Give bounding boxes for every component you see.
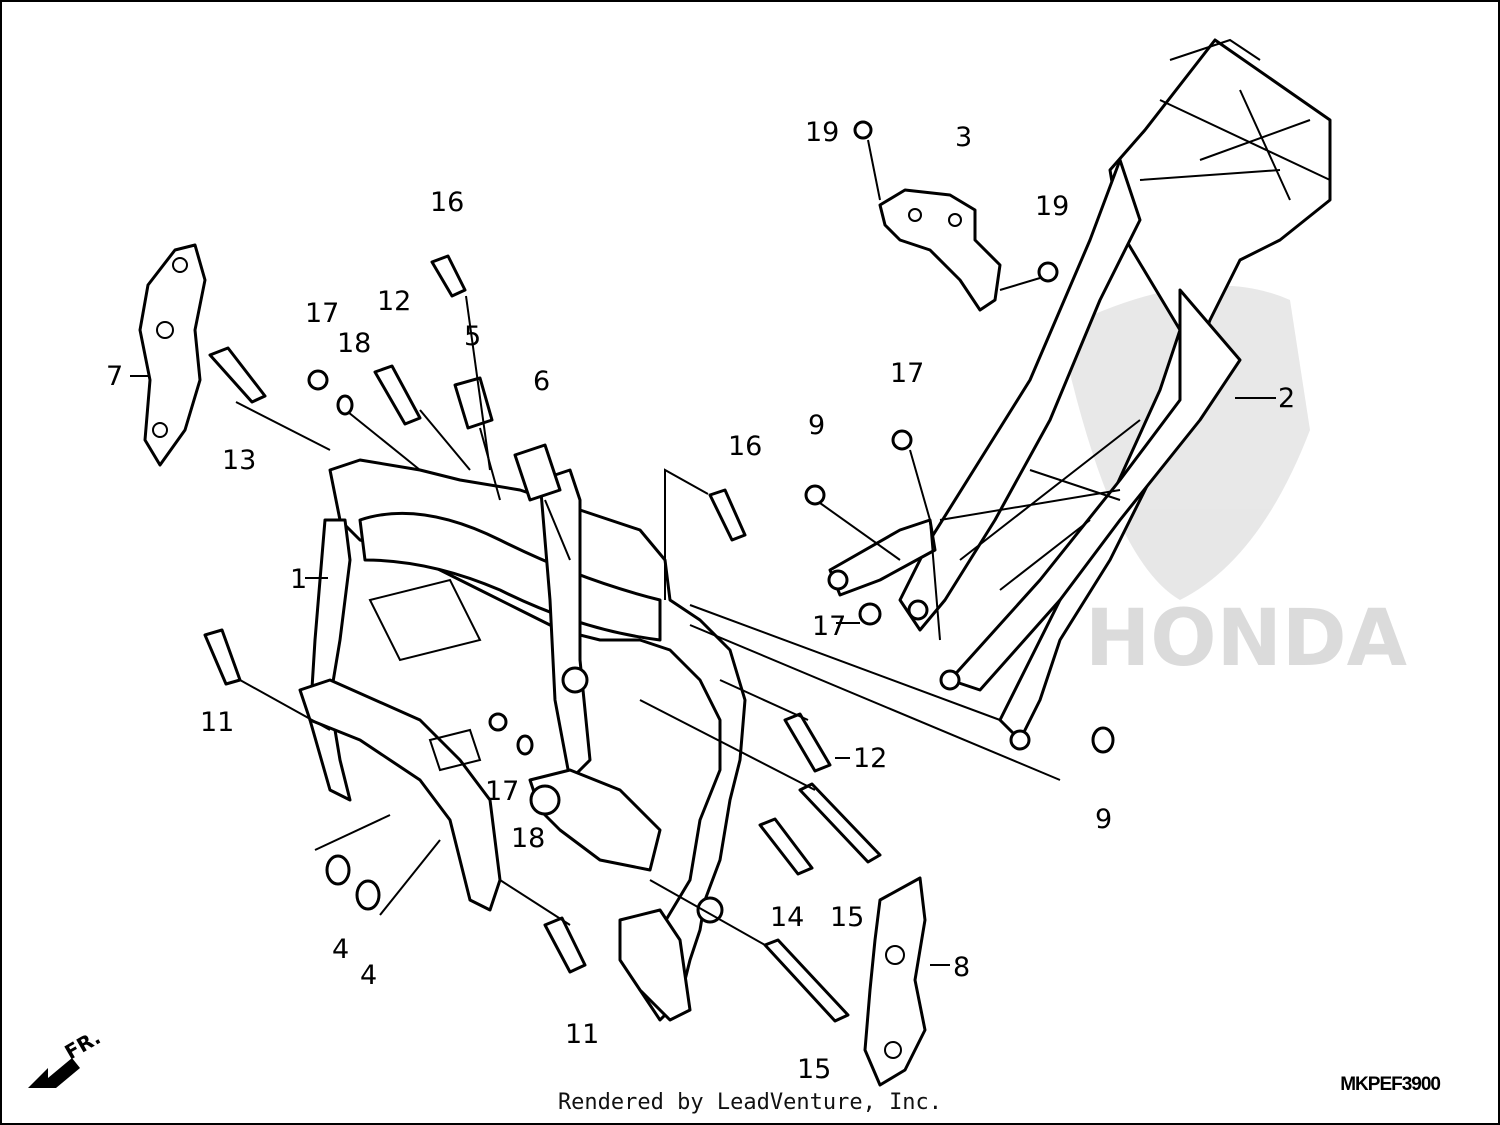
callout-8: 8 [953, 952, 970, 983]
part-5-collar[interactable] [453, 376, 494, 430]
callout-13: 13 [222, 445, 256, 476]
callout-17c: 17 [812, 611, 846, 642]
diagram-code: MKPEF3900 [1340, 1074, 1441, 1095]
callout-17b: 17 [890, 358, 924, 389]
callout-16b: 16 [728, 431, 762, 462]
callout-12b: 12 [853, 743, 887, 774]
callouts: 1 2 3 4 4 5 6 7 8 9 9 11 11 12 12 13 14 … [106, 117, 1295, 1085]
part-11-bolt-left[interactable] [203, 628, 242, 686]
part-19-nut-left[interactable] [853, 120, 873, 140]
part-15-bolt-upper[interactable] [798, 782, 882, 864]
callout-11a: 11 [200, 707, 234, 738]
part-17-nut-lower[interactable] [858, 602, 882, 626]
callout-7: 7 [106, 361, 123, 392]
front-indicator: FR. [28, 1025, 105, 1088]
part-15-bolt-lower[interactable] [763, 938, 850, 1023]
callout-2: 2 [1278, 383, 1295, 414]
part-4-washer-a[interactable] [325, 854, 351, 886]
callout-14: 14 [770, 902, 804, 933]
callout-19b: 19 [1035, 191, 1069, 222]
callout-1: 1 [290, 564, 307, 595]
part-13-bolt[interactable] [208, 346, 267, 404]
part-16-bolt-top[interactable] [430, 254, 467, 298]
callout-6: 6 [533, 366, 550, 397]
callout-15b: 15 [797, 1054, 831, 1085]
part-19-nut-right[interactable] [1037, 261, 1059, 283]
part-12-bolt-top[interactable] [373, 364, 422, 426]
callout-16a: 16 [430, 187, 464, 218]
honda-watermark-logo: HONDA [1060, 285, 1407, 684]
callout-17a: 17 [305, 298, 339, 329]
watermark-text: HONDA [1085, 594, 1407, 684]
part-18-washer-mid[interactable] [516, 734, 534, 756]
part-2-rear-subframe[interactable] [827, 38, 1332, 751]
part-9-nut-upper[interactable] [804, 484, 826, 506]
callout-15a: 15 [830, 902, 864, 933]
callout-4b: 4 [360, 960, 377, 991]
callout-4a: 4 [332, 934, 349, 965]
render-credit: Rendered by LeadVenture, Inc. [557, 1090, 943, 1115]
callout-5: 5 [464, 321, 481, 352]
part-7-plate[interactable] [138, 243, 207, 467]
part-18-washer-top[interactable] [336, 394, 354, 416]
leader-lines [130, 139, 1276, 966]
callout-18b: 18 [511, 823, 545, 854]
callout-11b: 11 [565, 1019, 599, 1050]
part-9-nut-lower[interactable] [1091, 726, 1115, 754]
part-8-plate[interactable] [863, 876, 927, 1087]
part-17-nut-mid[interactable] [488, 712, 508, 732]
front-arrow-icon [28, 1058, 80, 1088]
callout-9a: 9 [808, 410, 825, 441]
part-11-bolt-bottom[interactable] [543, 916, 587, 974]
part-6-collar[interactable] [513, 443, 562, 502]
front-indicator-label: FR. [61, 1025, 105, 1064]
callout-17d: 17 [485, 776, 519, 807]
part-14-bolt[interactable] [758, 817, 814, 876]
part-12-bolt-mid[interactable] [783, 712, 832, 773]
part-16-bolt-right[interactable] [708, 488, 747, 542]
part-17-nut-right[interactable] [891, 429, 913, 451]
callout-18a: 18 [337, 328, 371, 359]
callout-9b: 9 [1095, 804, 1112, 835]
callout-19a: 19 [805, 117, 839, 148]
callout-12a: 12 [377, 286, 411, 317]
fasteners [203, 120, 1115, 1023]
callout-3: 3 [955, 122, 972, 153]
part-17-nut-top[interactable] [307, 369, 329, 391]
part-4-washer-b[interactable] [355, 879, 381, 911]
part-1-main-frame[interactable] [298, 458, 747, 1022]
part-3-bracket[interactable] [878, 188, 1002, 312]
